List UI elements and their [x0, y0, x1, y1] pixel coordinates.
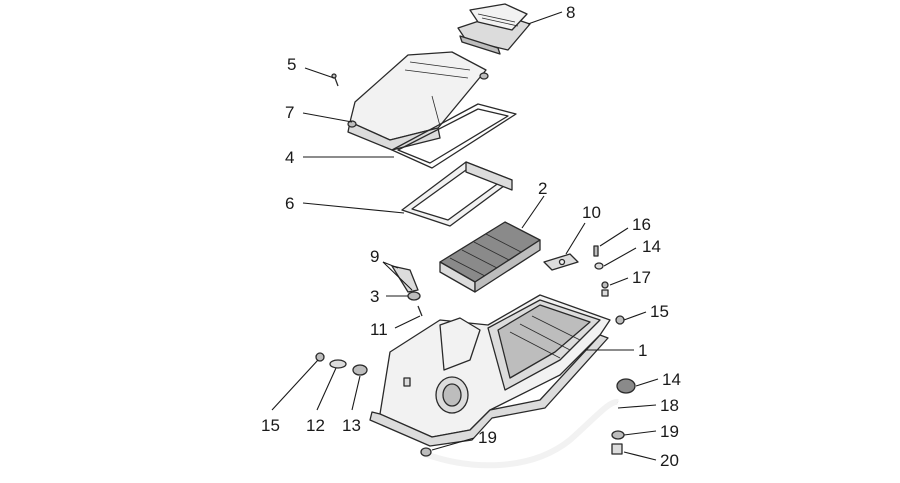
- small-hardware-left: [391, 265, 423, 317]
- callout-1: 1: [638, 341, 647, 360]
- part-7-cover: [347, 51, 489, 151]
- callout-13: 13: [342, 416, 361, 435]
- callout-18: 18: [660, 396, 679, 415]
- callout-10: 10: [582, 203, 601, 222]
- callout-16: 16: [632, 215, 651, 234]
- part-5-screw: [331, 73, 339, 87]
- part-1-housing: [369, 294, 611, 447]
- part-8-module: [457, 3, 531, 55]
- part-18-hose: [420, 378, 636, 469]
- leader-lines: [271, 11, 659, 461]
- callout-15-left: 15: [261, 416, 280, 435]
- callout-3: 3: [370, 287, 379, 306]
- callout-19-left: 19: [478, 428, 497, 447]
- part-10-bracket: [543, 253, 579, 271]
- callout-5: 5: [287, 55, 296, 74]
- callout-17: 17: [632, 268, 651, 287]
- callout-12: 12: [306, 416, 325, 435]
- callout-14-bottom: 14: [662, 370, 681, 389]
- callout-4: 4: [285, 148, 294, 167]
- callout-8: 8: [566, 3, 575, 22]
- part-4-gasket: [391, 103, 517, 169]
- callout-2: 2: [538, 179, 547, 198]
- callout-15-right: 15: [650, 302, 669, 321]
- callout-11: 11: [370, 320, 388, 339]
- callout-7: 7: [285, 103, 294, 122]
- part-2-filter: [439, 221, 541, 293]
- callout-19-right: 19: [660, 422, 679, 441]
- callout-14-top: 14: [642, 237, 661, 256]
- part-6-frame: [401, 161, 513, 227]
- small-hardware-right: [593, 245, 625, 325]
- small-hardware-bottom-left: [315, 352, 368, 376]
- callout-labels: 8 5 7 4 6 2 10 16 14 17 15 1 9 3 11 15 1…: [261, 3, 681, 470]
- callout-6: 6: [285, 194, 294, 213]
- callout-9: 9: [370, 247, 379, 266]
- callout-20: 20: [660, 451, 679, 470]
